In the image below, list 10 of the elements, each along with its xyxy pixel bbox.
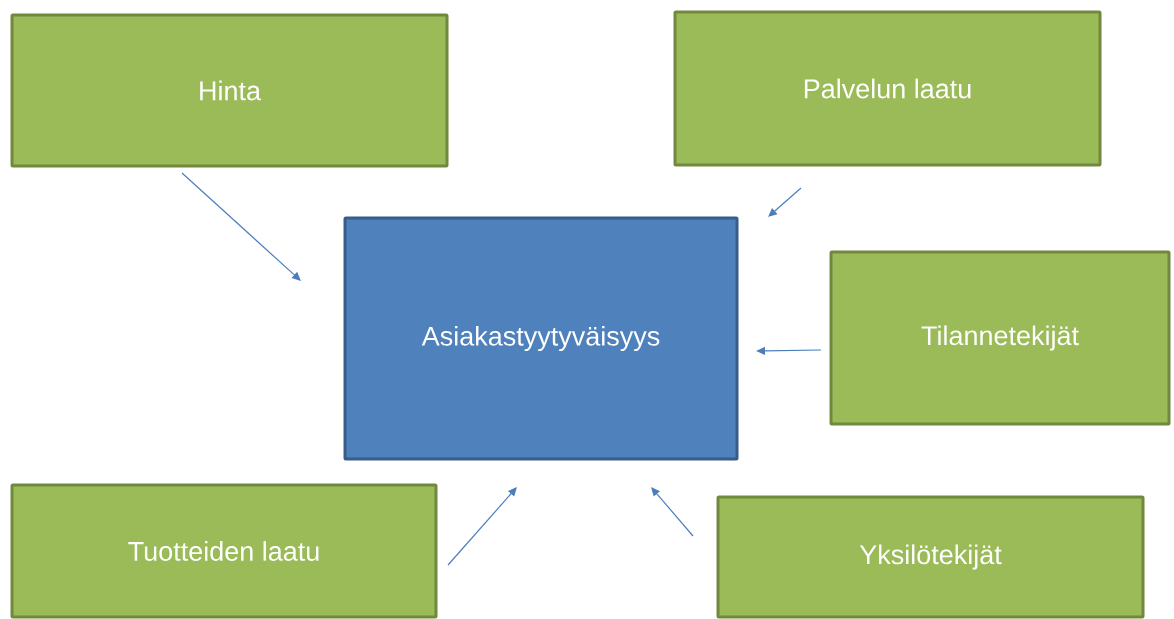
arrow [447, 487, 517, 566]
arrow [768, 187, 802, 217]
outcome-box: Asiakastyytyväisyys [343, 216, 739, 461]
factor-box: Palvelun laatu [673, 10, 1102, 167]
arrow [181, 172, 301, 281]
factor-box: Tilannetekijät [829, 250, 1171, 426]
arrow [651, 487, 694, 537]
factor-box: Yksilötekijät [716, 495, 1145, 619]
factor-box: Tuotteiden laatu [10, 483, 438, 619]
factor-box: Hinta [10, 13, 449, 168]
